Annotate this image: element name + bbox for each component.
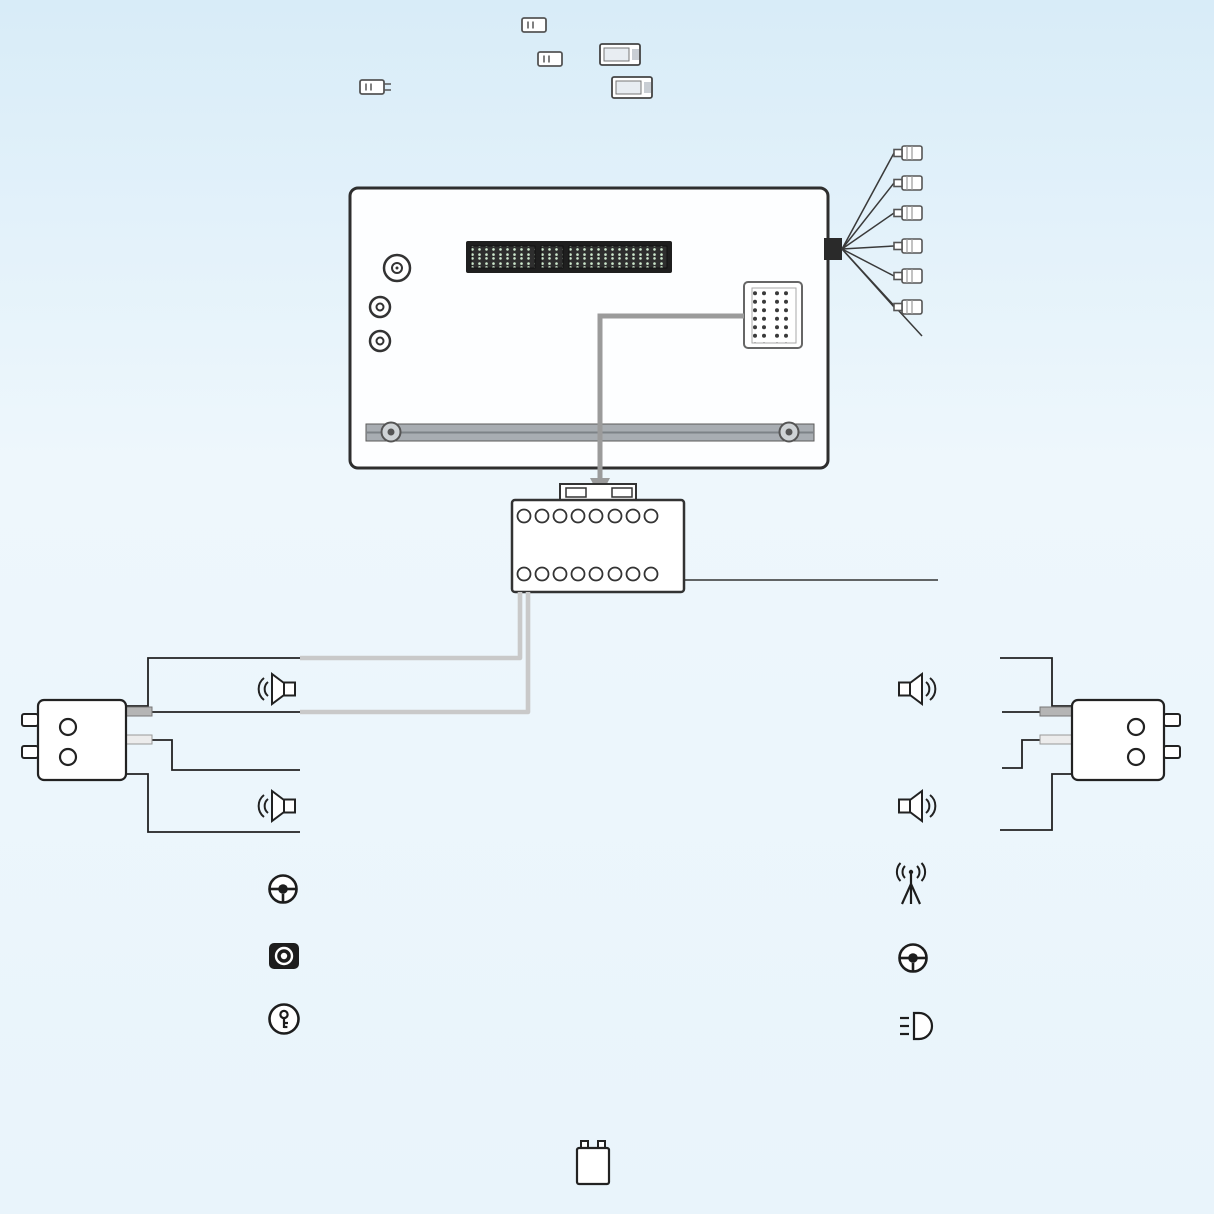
- wire-orange-black: [300, 592, 552, 900]
- storage-plug-icon: [521, 17, 547, 33]
- wire-brown-black-stripe: [620, 592, 880, 968]
- line-out-converter-right: [1039, 698, 1181, 782]
- ignition-key-icon: [268, 1003, 300, 1035]
- screw-icon: [380, 421, 402, 443]
- harness-connector: [743, 281, 803, 349]
- speaker-icon: [898, 790, 937, 822]
- power-antenna-icon: [895, 861, 927, 906]
- rca-plug-icon: [893, 268, 923, 284]
- rca-plug-icon: [893, 175, 923, 191]
- battery-icon: [575, 1140, 611, 1186]
- headlight-icon: [898, 1011, 934, 1041]
- dashed-boxes: [298, 664, 884, 1161]
- steering-wheel-icon: [898, 943, 928, 973]
- wire-green-black-stripe: [636, 592, 880, 830]
- screw-icon: [778, 421, 800, 443]
- wire-orange-black-stripe: [300, 592, 552, 900]
- sixteen-pin-connector: [510, 483, 686, 594]
- wire-purple-black-stripe: [652, 592, 880, 712]
- steering-wheel-icon: [268, 874, 298, 904]
- wire-white: [300, 592, 520, 658]
- rca-plug-icon: [893, 205, 923, 221]
- wire-grey: [300, 592, 536, 770]
- head-unit: [348, 186, 842, 470]
- rca-junction: [824, 238, 842, 260]
- wire-white-black: [300, 592, 528, 712]
- wire-green-black: [636, 592, 880, 830]
- wire-brown-black: [620, 592, 880, 968]
- wire-blue: [628, 592, 880, 895]
- speaker-icon: [257, 673, 296, 705]
- converter-links: [126, 657, 1072, 833]
- rear-camera-icon: [267, 941, 301, 971]
- phone-plug-icon: [537, 51, 563, 67]
- usb-icon: [599, 43, 641, 66]
- wire-black: [300, 592, 576, 1097]
- wire-yellow: [604, 592, 880, 1097]
- gps-port: [368, 329, 392, 353]
- wire-white-black-outline: [300, 592, 531, 715]
- fm-ant-port: [382, 253, 412, 283]
- wire-purple-black: [652, 592, 880, 712]
- speaker-icon: [898, 673, 937, 705]
- line-out-converter-left: [21, 698, 153, 782]
- rcin-plug-icon: [359, 79, 385, 95]
- speaker-icon: [257, 790, 296, 822]
- wire-white-black-stripe: [300, 592, 528, 712]
- rca-plug-icon: [893, 238, 923, 254]
- usb-icon: [611, 76, 653, 99]
- wifi-port: [368, 295, 392, 319]
- output-fan-lines: [841, 152, 923, 337]
- wire-green: [644, 592, 880, 768]
- rca-plug-icon: [893, 145, 923, 161]
- wire-orange: [612, 592, 880, 1035]
- main-connector: [466, 241, 672, 273]
- wire-purple: [660, 592, 880, 658]
- rca-plug-icon: [893, 299, 923, 315]
- harness-wires: [300, 592, 880, 1097]
- wire-white-outline: [300, 592, 523, 661]
